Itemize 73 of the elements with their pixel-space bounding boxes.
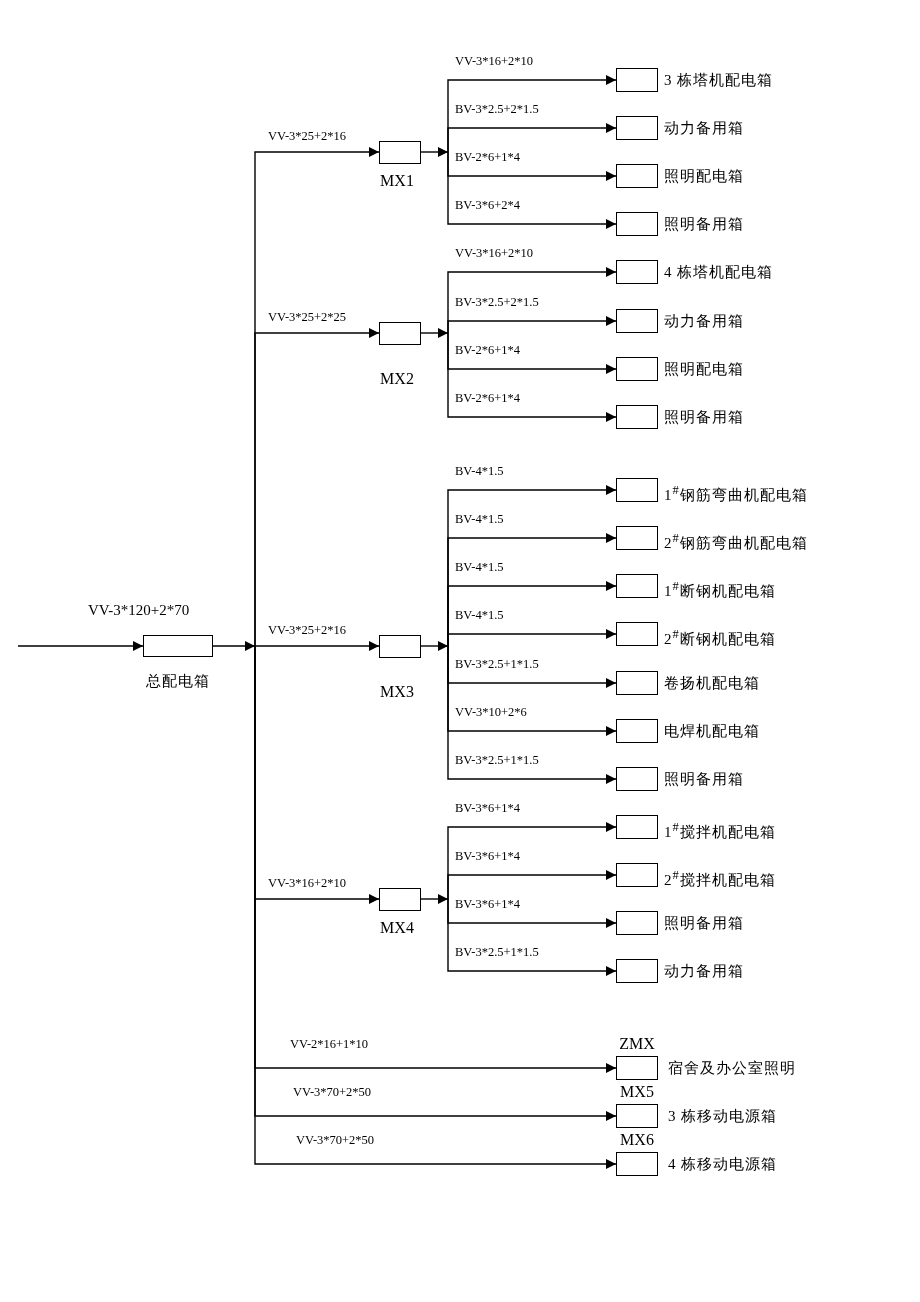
box-label: 动力备用箱 <box>664 962 744 980</box>
arrow <box>447 332 617 422</box>
box-label: MX5 <box>620 1083 654 1101</box>
edge-label: BV-4*1.5 <box>455 512 504 527</box>
edge-label: VV-3*25+2*16 <box>268 623 347 638</box>
edge-label: VV-3*10+2*6 <box>455 705 527 720</box>
arrow <box>254 328 380 647</box>
box-label: 照明备用箱 <box>664 914 744 932</box>
box-label: MX1 <box>380 171 414 190</box>
box-label: 照明备用箱 <box>664 770 744 788</box>
edge-label: BV-2*6+1*4 <box>455 391 520 406</box>
edge-label: BV-3*2.5+1*1.5 <box>455 657 539 672</box>
arrow <box>447 898 617 976</box>
edge-label: BV-2*6+1*4 <box>455 150 520 165</box>
arrow <box>447 151 617 229</box>
edge-label: VV-3*120+2*70 <box>88 603 190 618</box>
box-label: MX3 <box>380 682 414 701</box>
box-label: 照明备用箱 <box>664 408 744 426</box>
box-label: 宿舍及办公室照明 <box>668 1059 796 1077</box>
box-label: 动力备用箱 <box>664 119 744 137</box>
box-label: 总配电箱 <box>146 672 210 690</box>
box-label: 2$^{#}$搅拌机配电箱 <box>664 867 776 889</box>
arrow <box>212 641 256 651</box>
box-label: 3 栋塔机配电箱 <box>664 71 774 89</box>
box-label: 1$^{#}$断钢机配电箱 <box>664 578 776 600</box>
arrow <box>17 641 144 651</box>
box-label: 照明配电箱 <box>664 360 744 378</box>
arrow <box>447 629 617 647</box>
edge-label: BV-4*1.5 <box>455 464 504 479</box>
arrow <box>254 641 380 651</box>
box-label: 4 栋塔机配电箱 <box>664 263 774 281</box>
box-label: MX2 <box>380 369 414 388</box>
arrow <box>420 147 449 157</box>
edge-label: BV-4*1.5 <box>455 560 504 575</box>
edge-label: VV-3*70+2*50 <box>296 1133 375 1148</box>
box-label: 1$^{#}$钢筋弯曲机配电箱 <box>664 482 808 504</box>
box-label: 卷扬机配电箱 <box>664 674 760 692</box>
box-label: 1$^{#}$搅拌机配电箱 <box>664 819 776 841</box>
box-label: 2$^{#}$钢筋弯曲机配电箱 <box>664 530 808 552</box>
arrow <box>447 645 617 784</box>
edge-label: BV-3*2.5+2*1.5 <box>455 102 539 117</box>
box-label: 照明备用箱 <box>664 215 744 233</box>
edge-label: BV-3*2.5+1*1.5 <box>455 753 539 768</box>
box-label: 4 栋移动电源箱 <box>668 1155 778 1173</box>
arrow <box>420 641 449 651</box>
box-label: 动力备用箱 <box>664 312 744 330</box>
box-label: 电焊机配电箱 <box>664 722 760 740</box>
arrow <box>447 123 617 153</box>
box-label: ZMX <box>619 1035 655 1053</box>
edge-label: BV-3*2.5+2*1.5 <box>455 295 539 310</box>
edge-label: BV-2*6+1*4 <box>455 343 520 358</box>
arrow <box>447 316 617 334</box>
box-label: 3 栋移动电源箱 <box>668 1107 778 1125</box>
edge-label: VV-3*70+2*50 <box>293 1085 372 1100</box>
arrow <box>447 870 617 900</box>
edge-label: VV-3*16+2*10 <box>268 876 347 891</box>
edge-label: VV-3*16+2*10 <box>455 54 534 69</box>
box-label: 照明配电箱 <box>664 167 744 185</box>
edge-label: VV-3*25+2*16 <box>268 129 347 144</box>
edge-label: VV-3*25+2*25 <box>268 310 347 325</box>
box-label: MX6 <box>620 1131 654 1149</box>
arrow <box>420 328 449 338</box>
arrow <box>420 894 449 904</box>
edge-label: BV-4*1.5 <box>455 608 504 623</box>
edge-label: BV-3*2.5+1*1.5 <box>455 945 539 960</box>
edge-label: BV-3*6+1*4 <box>455 897 520 912</box>
box-label: 2$^{#}$断钢机配电箱 <box>664 626 776 648</box>
edge-label: BV-3*6+1*4 <box>455 801 520 816</box>
edge-label: BV-3*6+2*4 <box>455 198 520 213</box>
edge-label: BV-3*6+1*4 <box>455 849 520 864</box>
edge-label: VV-2*16+1*10 <box>290 1037 369 1052</box>
box-label: MX4 <box>380 918 414 937</box>
edge-label: VV-3*16+2*10 <box>455 246 534 261</box>
